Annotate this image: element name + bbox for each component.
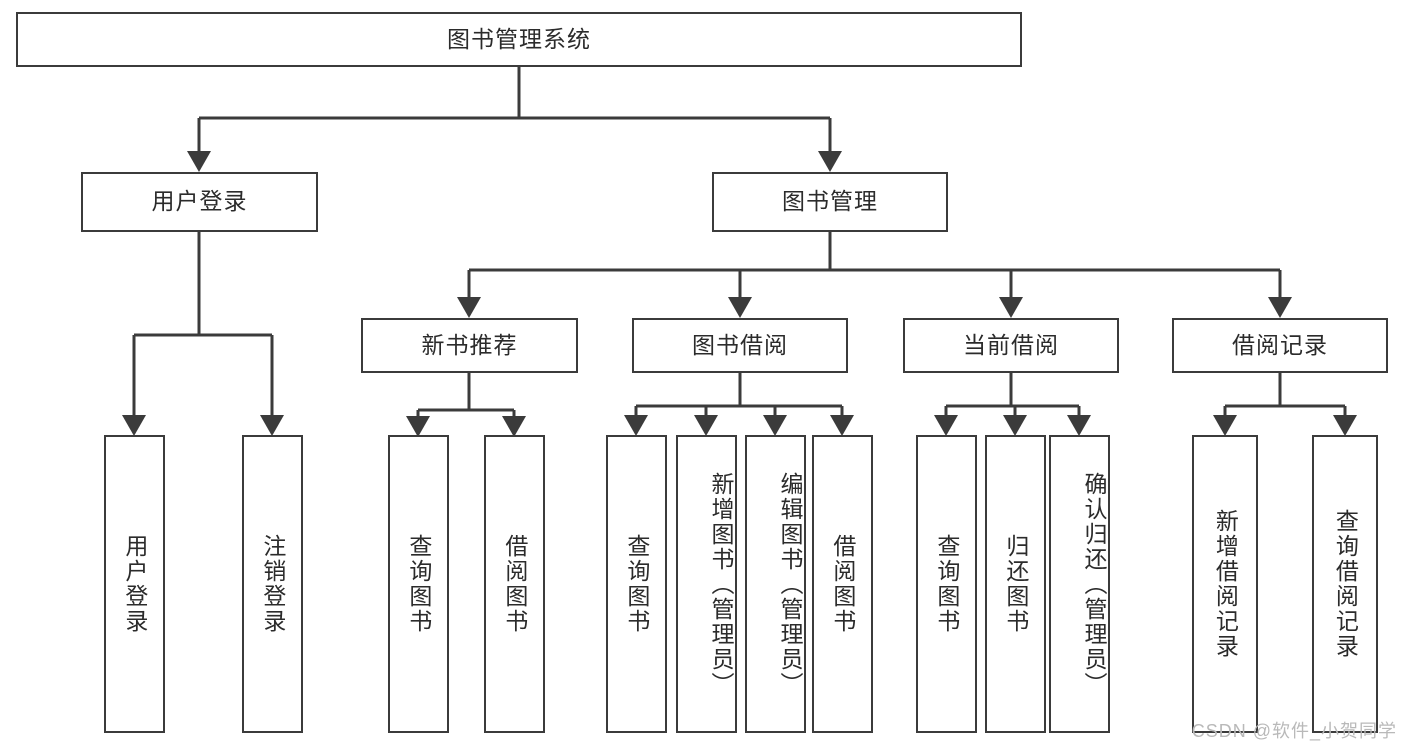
node-leaf-borrow-book-1[interactable]: 借阅图书 [484, 435, 545, 733]
node-current-borrow[interactable]: 当前借阅 [903, 318, 1119, 373]
edge-book-manage-group [457, 232, 1292, 318]
node-leaf-query-book-1[interactable]: 查询图书 [388, 435, 449, 733]
edge-user-login-group [122, 232, 284, 436]
node-root[interactable]: 图书管理系统 [16, 12, 1022, 67]
edge-current-borrow-group [934, 373, 1091, 436]
node-leaf-query-book-2[interactable]: 查询图书 [606, 435, 667, 733]
node-book-borrow[interactable]: 图书借阅 [632, 318, 848, 373]
node-leaf-user-login[interactable]: 用户登录 [104, 435, 165, 733]
edge-borrow-record-group [1213, 373, 1357, 436]
node-borrow-record[interactable]: 借阅记录 [1172, 318, 1388, 373]
node-leaf-confirm-return-admin[interactable]: 确认归还（管理员） [1049, 435, 1110, 733]
node-book-manage[interactable]: 图书管理 [712, 172, 948, 232]
node-leaf-add-borrow-record[interactable]: 新增借阅记录 [1192, 435, 1258, 733]
node-leaf-query-borrow-record[interactable]: 查询借阅记录 [1312, 435, 1378, 733]
node-leaf-logout[interactable]: 注销登录 [242, 435, 303, 733]
node-leaf-add-book-admin[interactable]: 新增图书（管理员） [676, 435, 737, 733]
watermark: CSDN @软件_小贺同学 [1191, 721, 1397, 741]
edge-new-book-recommend-group [406, 373, 526, 437]
node-new-book-recommend[interactable]: 新书推荐 [361, 318, 578, 373]
node-leaf-return-book[interactable]: 归还图书 [985, 435, 1046, 733]
edge-book-borrow-group [624, 373, 854, 436]
node-leaf-borrow-book-2[interactable]: 借阅图书 [812, 435, 873, 733]
node-user-login[interactable]: 用户登录 [81, 172, 318, 232]
edge-root-stem [187, 67, 842, 172]
node-leaf-edit-book-admin[interactable]: 编辑图书（管理员） [745, 435, 806, 733]
node-leaf-query-book-3[interactable]: 查询图书 [916, 435, 977, 733]
